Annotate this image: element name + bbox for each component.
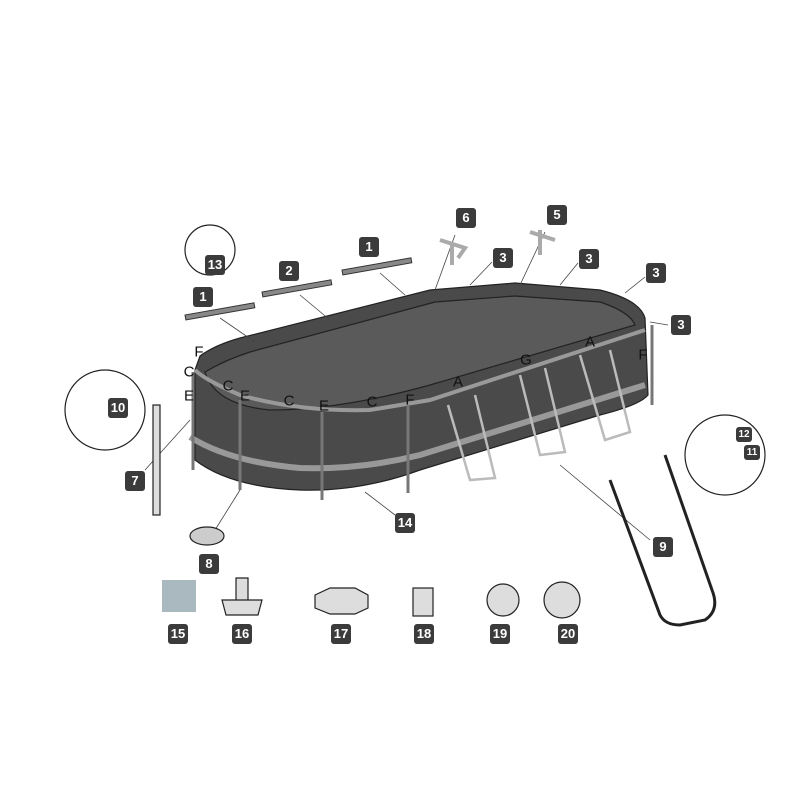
part-label-3: 3 [493,248,513,268]
valve-18 [412,587,434,617]
inlet-19 [486,583,520,617]
joint-letter: E [318,397,330,415]
leg-cap-8 [189,526,225,546]
joint-letter: F [638,346,648,364]
part-label-3: 3 [579,249,599,269]
pool-rim [193,328,646,413]
part-label-7: 7 [125,471,145,491]
part-label-17: 17 [331,624,351,644]
joint-letter: F [405,391,415,409]
joint-letter: A [584,333,596,351]
connector-16 [221,577,263,616]
ladder [446,349,632,482]
part-label-12: 12 [736,427,752,442]
joint-letter: C [222,377,234,395]
part-label-1: 1 [193,287,213,307]
outlet-20 [543,581,581,619]
part-label-3: 3 [646,263,666,283]
joint-letter: F [194,343,204,361]
detail-circle-10 [64,369,146,451]
part-label-10: 10 [108,398,128,418]
part-label-11: 11 [744,445,760,460]
joint-letter: G [520,351,532,369]
joint-letter: C [183,363,195,381]
pool-belt [188,382,646,472]
part-label-20: 20 [558,624,578,644]
part-label-15: 15 [168,624,188,644]
fitting-5 [529,230,556,255]
part-label-9: 9 [653,537,673,557]
joint-letter: A [452,373,464,391]
fitting-6 [439,238,469,265]
part-label-1: 1 [359,237,379,257]
part-label-19: 19 [490,624,510,644]
pool-legs [191,325,654,500]
part-label-6: 6 [456,208,476,228]
cap-17 [314,587,369,615]
part-label-14: 14 [395,513,415,533]
part-label-13: 13 [205,255,225,275]
part-label-16: 16 [232,624,252,644]
part-label-8: 8 [199,554,219,574]
joint-letter: C [366,393,378,411]
liner-sample-15 [162,580,196,612]
joint-letter: C [283,392,295,410]
part-label-2: 2 [279,261,299,281]
joint-letter: E [239,387,251,405]
part-label-5: 5 [547,205,567,225]
part-label-18: 18 [414,624,434,644]
joint-letter: E [183,387,195,405]
hose [608,454,717,627]
part-label-3: 3 [671,315,691,335]
pool-inner-floor [204,295,636,411]
